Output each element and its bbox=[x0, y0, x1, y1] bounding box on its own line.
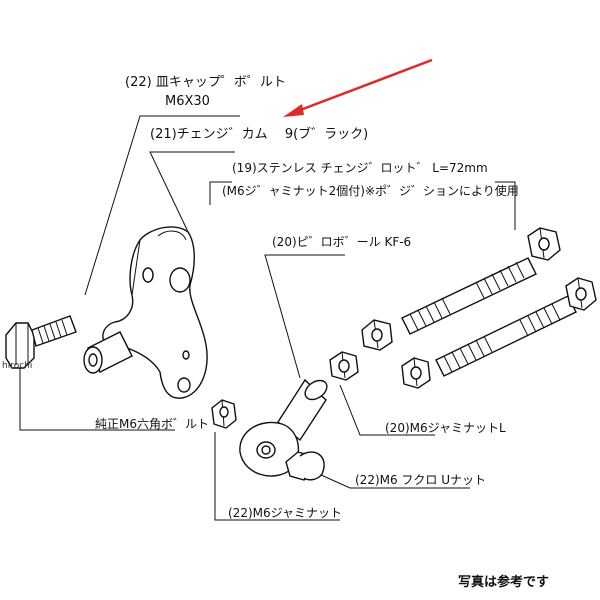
leader-cap-bolt bbox=[84, 115, 240, 296]
leader-jam-nut bbox=[214, 432, 340, 521]
label-stock-bolt: 純正M6六角ボ゛ルト bbox=[95, 417, 209, 431]
label-u-nut: (22)M6 フクロ Uナット bbox=[355, 473, 486, 487]
leader-rod-bracket-right bbox=[495, 181, 516, 230]
label-change-cam: (21)チェンジ゛カム 9(ブ゛ラック) bbox=[150, 126, 368, 142]
footer-note: 写真は参考です bbox=[458, 574, 549, 590]
red-pointer-arrow bbox=[283, 58, 433, 117]
hex-bolt-threads bbox=[37, 319, 68, 344]
upper-rod-body bbox=[401, 257, 537, 335]
hex-bolt-shank bbox=[31, 315, 77, 347]
change-cam-pivot-hole bbox=[142, 267, 154, 283]
leader-rod-bracket-left bbox=[209, 181, 232, 205]
leader-pillow-ball bbox=[264, 254, 345, 379]
jam-nut-l-middle bbox=[329, 351, 359, 381]
label-cap-bolt-name: (22) 皿キャップ゜ボ゜ルト bbox=[125, 75, 286, 90]
acorn-u-nut bbox=[285, 451, 325, 481]
change-cam-lower-hole bbox=[177, 377, 191, 393]
stock-hex-bolt bbox=[5, 315, 77, 369]
change-cam-mid-hole bbox=[182, 350, 190, 360]
label-pillow-ball: (20)ピ゛ロボ゛ール KF-6 bbox=[272, 235, 411, 249]
change-cam bbox=[102, 226, 208, 399]
label-rod-name: (19)ステンレス チェンジ゛ロット゛ L=72mm bbox=[232, 161, 488, 175]
center-collar bbox=[83, 331, 133, 374]
leader-lines bbox=[19, 115, 516, 521]
lower-rod-threads bbox=[443, 303, 561, 373]
leader-u-nut bbox=[309, 469, 470, 489]
pillow-ball bbox=[239, 378, 328, 477]
leader-change-cam bbox=[149, 151, 235, 237]
upper-rod-threads bbox=[409, 261, 525, 331]
pillow-ball-stem-end bbox=[304, 379, 328, 401]
jam-nut-left bbox=[211, 399, 237, 429]
change-cam-upper-hole bbox=[169, 267, 191, 293]
jam-nut-l-lower bbox=[401, 357, 431, 389]
leader-stock-bolt bbox=[19, 365, 175, 431]
stainless-rod-upper bbox=[401, 227, 561, 335]
label-rod-note: (M6ジ゛ャミナット2個付)※ポ゛ジ゛ションにより使用 bbox=[222, 183, 519, 198]
jam-nut-l-upper bbox=[361, 319, 393, 351]
lower-rod-body bbox=[435, 295, 577, 377]
collar-bore bbox=[88, 353, 98, 367]
watermark-text: hirochi bbox=[2, 361, 32, 371]
change-cam-body bbox=[102, 226, 208, 399]
red-arrow-shaft bbox=[294, 58, 433, 114]
leader-jam-nut-l bbox=[339, 384, 435, 436]
label-jam-nut-l: (20)M6ジャミナットL bbox=[385, 421, 506, 435]
red-arrowhead bbox=[283, 104, 304, 117]
label-cap-bolt-size: M6X30 bbox=[165, 94, 210, 109]
labels: (22) 皿キャップ゜ボ゜ルト M6X30 (21)チェンジ゛カム 9(ブ゛ラッ… bbox=[95, 75, 519, 520]
label-jam-nut: (22)M6ジャミナット bbox=[228, 506, 342, 520]
hex-bolt-head bbox=[5, 322, 35, 369]
stainless-rod-lower bbox=[435, 277, 597, 377]
